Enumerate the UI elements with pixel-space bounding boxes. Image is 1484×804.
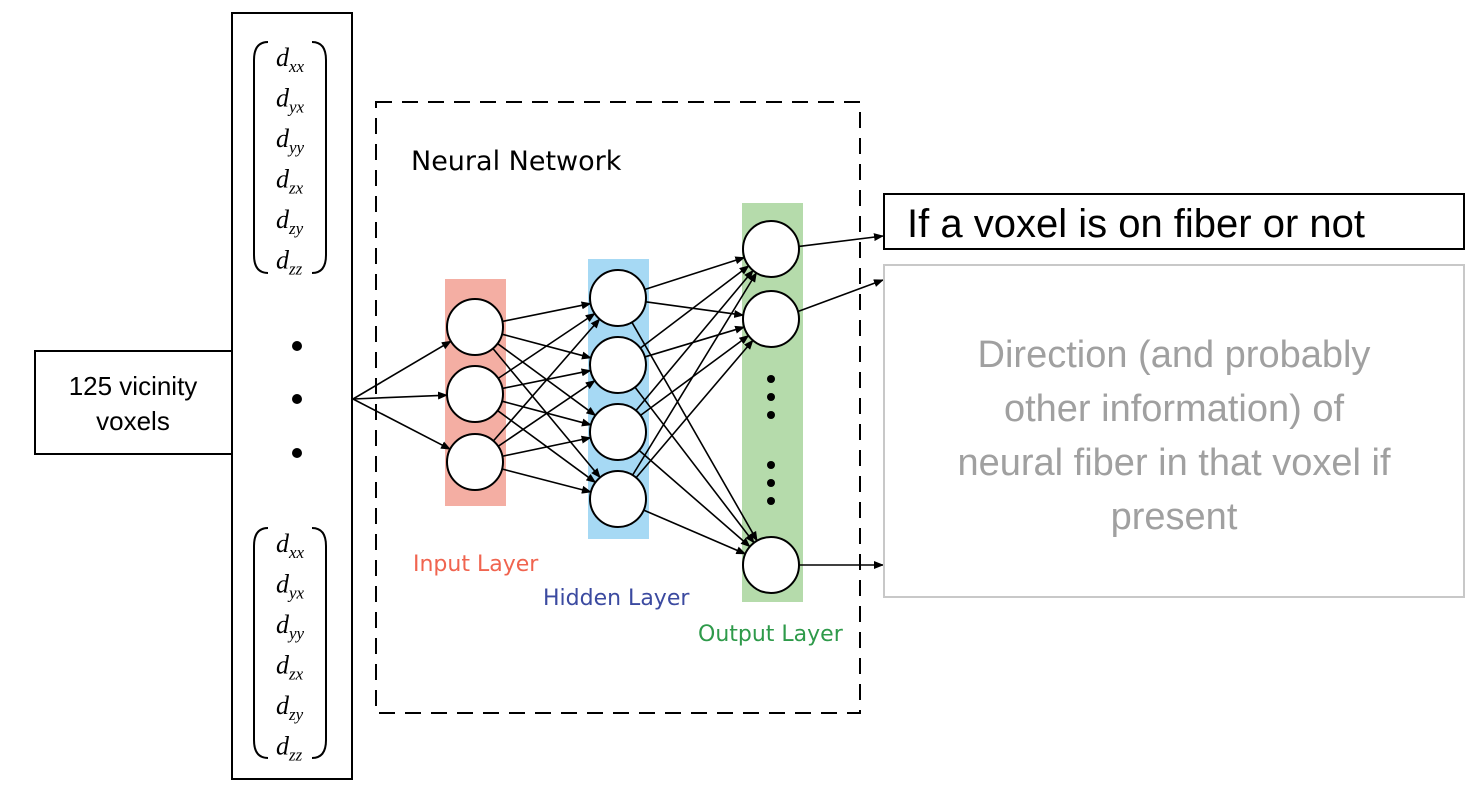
input-layer-label: Input Layer (413, 552, 539, 577)
tensor-component: dyx (276, 570, 305, 603)
input-voxels-label-line2: voxels (96, 406, 170, 436)
input-edge (352, 391, 449, 400)
output-node (742, 290, 800, 348)
ellipsis-dot (292, 394, 302, 404)
tensor-component: dyx (276, 84, 305, 117)
input-hidden-edge (502, 301, 592, 323)
hidden-node (589, 269, 647, 327)
direction-output-line: neural fiber in that voxel if (957, 442, 1390, 484)
ellipsis-dot (767, 411, 775, 419)
hidden-output-edge (634, 386, 755, 544)
direction-output-box (883, 264, 1465, 598)
hidden-output-edge (644, 256, 746, 291)
tensor-component: dzy (276, 691, 304, 724)
ellipsis-dot (767, 375, 775, 383)
output-node (742, 220, 800, 278)
ellipsis-dot (767, 497, 775, 505)
ellipsis-dot (767, 461, 775, 469)
neural-network-title: Neural Network (411, 146, 622, 177)
tensor-vector-bottom: dxx dyx dyy dzx dzy dzz (253, 527, 327, 765)
input-hidden-edge (492, 318, 601, 442)
input-layer-nodes (446, 298, 504, 491)
ellipsis-dot (292, 448, 302, 458)
left-paren (253, 527, 269, 759)
hidden-output-edge (631, 321, 758, 542)
tensor-component: dzz (276, 246, 303, 279)
tensor-component: dzz (276, 732, 303, 765)
right-paren (311, 41, 327, 274)
network-edges (352, 233, 884, 569)
output-node (742, 536, 800, 594)
input-hidden-edge (501, 468, 592, 494)
tensor-column-box (231, 12, 353, 780)
input-node (446, 298, 504, 356)
tensor-component: dzx (276, 165, 304, 198)
hidden-output-edge (635, 269, 754, 412)
fiber-output-label: If a voxel is on fiber or not (907, 202, 1365, 246)
input-node (446, 433, 504, 491)
tensor-component: dzx (276, 651, 304, 684)
hidden-node (589, 403, 647, 461)
right-paren (311, 527, 327, 759)
tensor-component: dyy (276, 124, 305, 157)
neural-network-frame (375, 101, 861, 714)
output-edge (797, 279, 884, 313)
input-hidden-edge (497, 312, 596, 380)
input-node (446, 365, 504, 423)
input-voxels-label-line1: 125 vicinity (69, 371, 198, 401)
ellipsis-dot (767, 393, 775, 401)
hidden-layer-nodes (589, 269, 647, 528)
ellipsis-dot (292, 341, 302, 351)
hidden-node (589, 336, 647, 394)
input-hidden-edge (497, 380, 596, 447)
input-edge (352, 340, 452, 400)
hidden-output-edge (639, 265, 750, 349)
hidden-output-edge (644, 325, 746, 358)
tensor-component: dyy (276, 610, 305, 643)
output-edge (798, 233, 884, 248)
hidden-output-edge (635, 339, 754, 479)
input-edge (352, 398, 452, 450)
output-layer-nodes (742, 220, 800, 594)
direction-output-line: other information) of (1004, 388, 1344, 430)
hidden-output-edge (645, 301, 745, 318)
tensor-component: dzy (276, 205, 304, 238)
hidden-output-edge (638, 449, 751, 548)
input-hidden-edge (502, 435, 592, 458)
left-paren (253, 41, 269, 274)
hidden-layer-label: Hidden Layer (543, 586, 690, 611)
input-voxels-box (34, 350, 233, 455)
hidden-output-edge (631, 272, 758, 476)
direction-output-line: present (1111, 496, 1238, 538)
direction-output-line: Direction (and probably (978, 334, 1371, 376)
hidden-node (589, 470, 647, 528)
tensor-vector-top: dxx dyx dyy dzx dzy dzz (253, 41, 327, 279)
fiber-output-box (883, 193, 1465, 250)
ellipsis-dot (767, 479, 775, 487)
tensor-component: dxx (276, 43, 305, 76)
output-ellipsis (767, 375, 775, 505)
tensor-component: dxx (276, 529, 305, 562)
hidden-output-edge (643, 509, 747, 555)
output-layer-label: Output Layer (698, 622, 844, 647)
